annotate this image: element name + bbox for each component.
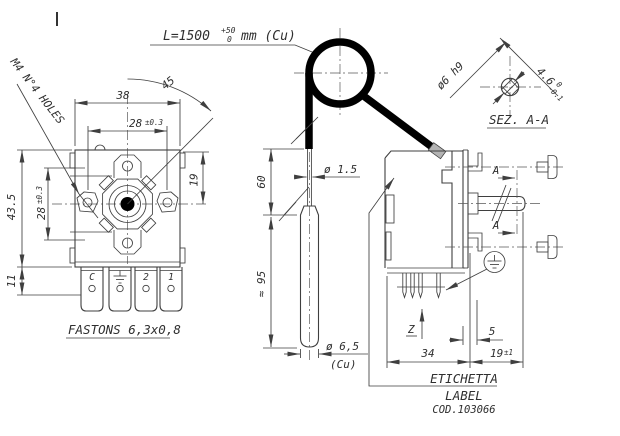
capillary-length-note: L=1500 +50 0 mm (Cu)	[150, 26, 318, 55]
terminal-ground	[108, 267, 132, 312]
label-callout-line2: LABEL	[445, 388, 483, 403]
front-view: 45 38 28 ±0.3 19 43.5	[5, 55, 214, 339]
dim-shaft-dia: ø6 h9	[434, 41, 507, 105]
dim-free-length-text: 60	[255, 175, 268, 189]
side-view: A A	[368, 149, 565, 416]
dim-hole-pitch-h-tol: ±0.3	[145, 118, 164, 127]
dim-hole-pitch-v: 28 ±0.3	[35, 167, 85, 241]
capillary-length-tol-upper: +50	[221, 26, 236, 35]
terminal-1	[159, 267, 183, 312]
section-title-text: SEZ. A-A	[489, 112, 549, 127]
dim-bulb-length: ≈ 95	[255, 217, 297, 349]
dim-bulb-length-text: ≈ 95	[255, 271, 268, 298]
dim-bulb-dia-text: ø 6,5	[326, 340, 359, 353]
shaft-section	[500, 77, 520, 97]
dim-height-text: 43.5	[5, 194, 18, 221]
dim-hole-pitch-v-text: 28	[35, 206, 48, 220]
dim-shaft-length-text: 19	[490, 347, 503, 360]
capillary-length-unit: mm (Cu)	[240, 29, 296, 44]
section-aa-detail: ø6 h9 4.6 0 -0.1 SEZ. A-A	[434, 37, 565, 129]
bottom-flange	[468, 232, 483, 252]
earth-ground-icon	[487, 255, 502, 269]
dim-shaft-dia-text: ø6 h9	[434, 60, 467, 93]
section-title: SEZ. A-A	[487, 112, 549, 129]
tube-break-marks	[290, 116, 319, 145]
fastons-note-text: FASTONS 6,3x0,8	[68, 322, 181, 337]
dim-hole-pitch-v-tol: ±0.3	[35, 185, 44, 204]
dim-capillary-dia: ø 1.5	[294, 163, 360, 180]
fastons-note: FASTONS 6,3x0,8	[66, 322, 181, 339]
terminal-2-label: 2	[143, 272, 149, 283]
dim-offset-text: 19	[188, 173, 201, 186]
terminal-1-label: 1	[168, 272, 174, 283]
coil-right-tail	[358, 90, 439, 154]
dim-terminal-11: 11	[5, 267, 81, 296]
m4-note-text: M4 N°4 HOLES	[7, 55, 67, 127]
faston-terminals: C 2 1	[80, 267, 183, 312]
label-callout-code: COD.103066	[432, 404, 495, 416]
front-body	[74, 149, 181, 268]
bulb-material-text: (Cu)	[330, 358, 357, 371]
z-axis-label: Z	[407, 323, 415, 336]
terminal-c	[80, 267, 104, 312]
dim-angle-45: 45	[127, 74, 214, 205]
dim-width-text: 38	[115, 89, 130, 102]
capillary-length-text: L=1500	[163, 29, 210, 44]
dim-body-depth-34: 34 19 ±1	[386, 212, 524, 368]
capillary-coil	[290, 28, 447, 160]
dim-bulb-dia: ø 6,5 (Cu)	[284, 340, 368, 371]
mounting-holes	[76, 154, 179, 255]
dim-width-38: 38	[74, 89, 181, 146]
shaft-flat-1	[508, 78, 519, 89]
dim-hole-pitch-h: 28 ±0.3	[87, 117, 168, 190]
dim-capillary-dia-text: ø 1.5	[324, 163, 357, 176]
earth-ground-icon	[113, 270, 127, 284]
section-letter-bottom: A	[492, 219, 500, 232]
mounting-screw-top	[445, 155, 565, 179]
label-callout-line1: ETICHETTA	[430, 371, 498, 386]
dim-free-length: 60	[255, 148, 304, 216]
bulb-outline	[299, 205, 320, 348]
dim-flat-width: 4.6 0 -0.1	[499, 37, 565, 103]
shaft	[458, 184, 543, 225]
z-axis-mark: Z	[406, 309, 425, 339]
dim-hole-pitch-h-text: 28	[129, 117, 143, 130]
dim-flat-tol-lower: -0.1	[546, 84, 565, 103]
dim-height-43-5: 43.5	[5, 149, 72, 268]
terminal-c-label: C	[89, 272, 95, 283]
side-body	[384, 150, 463, 268]
section-cut-marks: A A	[492, 164, 518, 237]
capillary-note-leader	[150, 44, 318, 55]
section-hatch	[501, 78, 519, 96]
dim-body-depth-text: 34	[420, 347, 434, 360]
ground-callout	[445, 251, 506, 291]
m4-note: M4 N°4 HOLES	[7, 55, 99, 219]
dim-terminal-text: 11	[5, 274, 18, 287]
dim-flange-offset-text: 5	[489, 325, 496, 338]
dim-flat-tol-upper: 0	[554, 80, 564, 90]
section-letter-top: A	[492, 164, 500, 177]
dim-angle-text: 45	[159, 74, 177, 92]
terminal-2	[134, 267, 158, 312]
label-callout: ETICHETTA LABEL COD.103066	[368, 177, 498, 416]
capillary-break-marks	[278, 186, 310, 222]
front-body-bump	[94, 144, 106, 151]
shaft-flat-2	[501, 85, 512, 96]
top-flange	[468, 152, 483, 172]
probe: 60 ≈ 95 ø 1.5 ø 6,5 (Cu)	[255, 148, 368, 371]
capillary-length-tol-lower: 0	[227, 35, 232, 44]
terminal-pins	[397, 273, 445, 299]
mounting-screw-bottom	[445, 235, 565, 259]
dim-offset-19: 19	[183, 151, 209, 204]
dim-shaft-length-tol: ±1	[504, 348, 513, 357]
dim-flange-offset-5: 5	[449, 300, 503, 345]
mounting-plate	[462, 149, 483, 269]
